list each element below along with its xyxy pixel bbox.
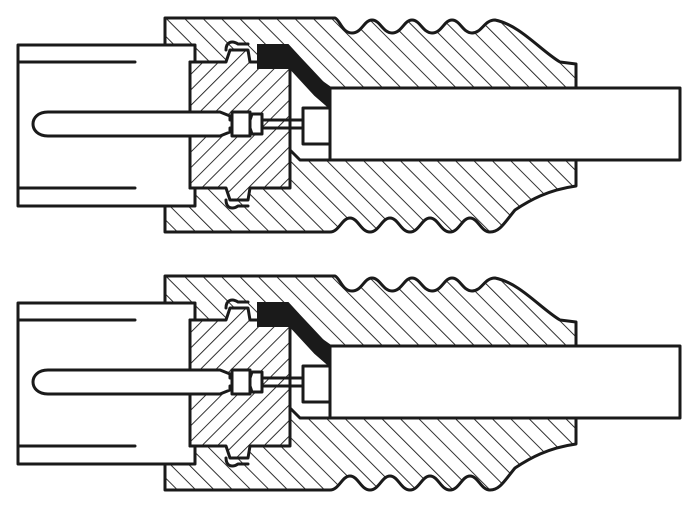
connector-upper-view [16,16,682,234]
connector-lower-view [16,274,682,492]
